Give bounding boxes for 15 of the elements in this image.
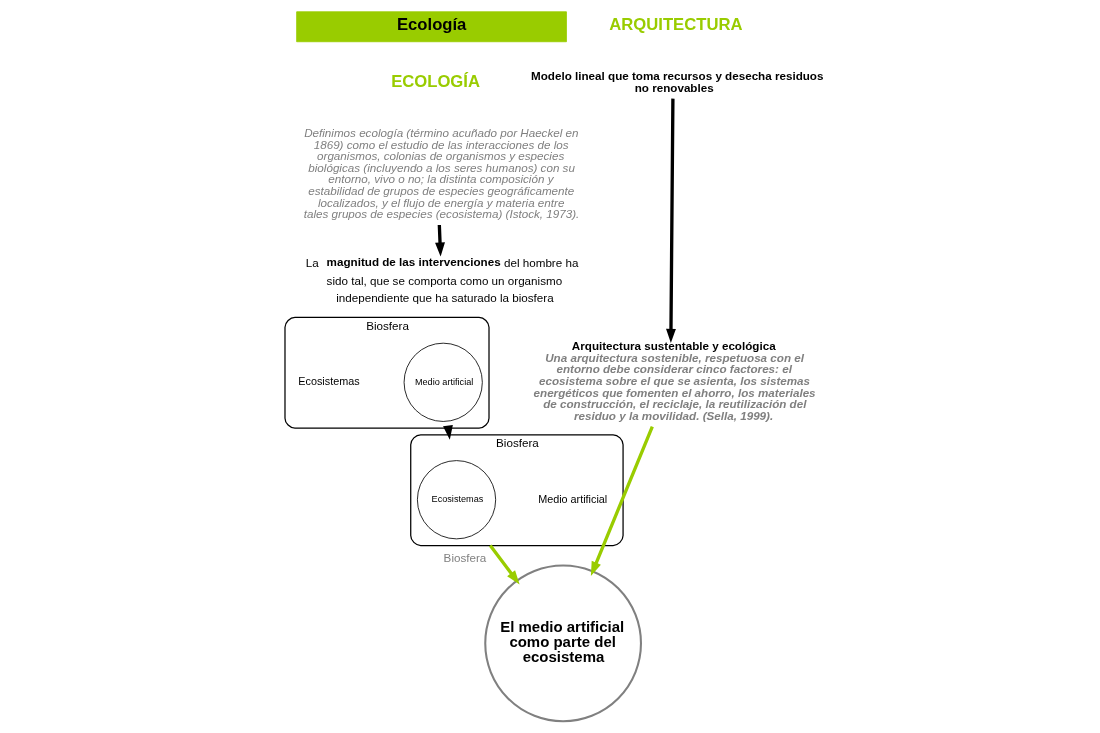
arrow <box>666 98 676 344</box>
arrow <box>435 224 445 257</box>
node-text: Arquitectura sustentable y ecológica Una arquitectura sostenible, respetuosa con el entorno debe considerar cinco factores: el ecosistema sobre el que se asienta, los sistemas energéticos que fomenten el ahorro, los materiales de construcción, el reciclaje, la reutilización del residuo y la movilidad. (Sella, 1999). <box>533 339 816 422</box>
arrow <box>488 544 520 585</box>
node-circle: Medio artificial <box>403 342 483 422</box>
node-circle: Ecosistemas <box>416 460 497 540</box>
node-text: Modelo lineal que toma recursos y desecha residuos no renovables <box>531 69 824 94</box>
node-circle: El medio artificial como parte del ecosistema <box>484 564 642 723</box>
node-text: Definimos ecología (término acuñado por Haeckel en 1869) como el estudio de las interacciones de los organismos, colonias de organismos y especies biológicas (incluyendo a los seres humanos) con su entorno, vivo o no; la distinta composición y estabilidad de grupos de especies geográficamente localizados, y el flujo de energía y materia entre tales grupos de especies (ecosistema) (Istock, 1973). <box>303 125 580 221</box>
label: ECOLOGÍA <box>391 71 480 91</box>
node-label: Biosfera <box>443 551 487 565</box>
label: ARQUITECTURA <box>609 15 743 35</box>
node-text: La magnitud de las intervenciones del hombre ha sido tal, que se comporta como un organismo independiente que ha saturado la biosfera <box>305 255 579 305</box>
arrow <box>590 425 654 576</box>
node-box: Ecología <box>296 11 567 43</box>
